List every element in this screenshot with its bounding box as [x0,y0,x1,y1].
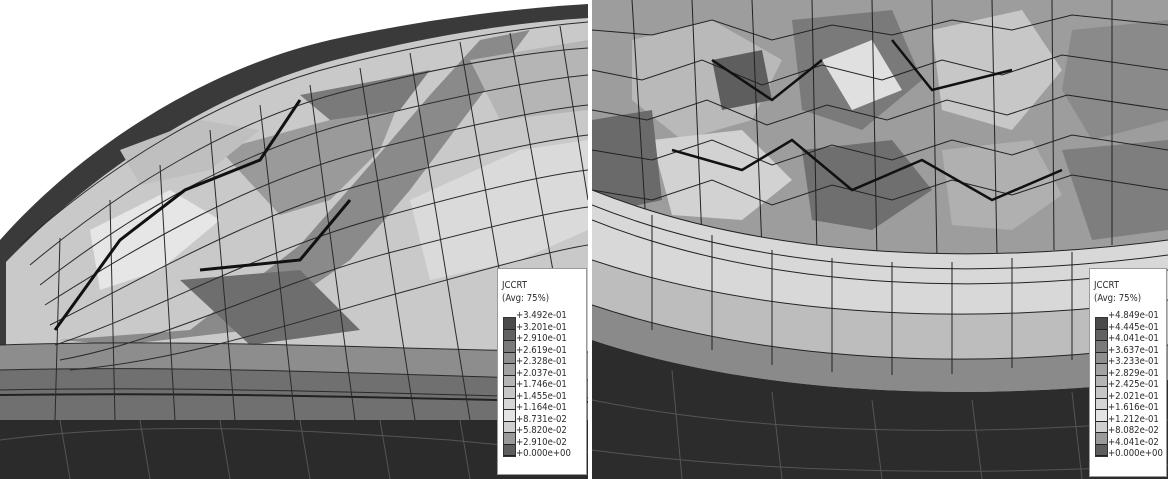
mesh-render-right [592,0,1168,479]
legend-swatch [1096,410,1107,422]
legend-level: +1.212e-01 [1108,413,1159,425]
legend-swatch [504,444,515,456]
legend-swatch [504,410,515,422]
legend-level: +8.731e-02 [516,413,567,425]
legend-swatch [1096,329,1107,341]
legend-level: +3.201e-01 [516,321,567,333]
legend-level: +1.455e-01 [516,390,567,402]
legend-swatch [504,318,515,330]
legend-level-labels: +4.849e-01 +4.445e-01 +4.041e-01 +3.637e… [1108,310,1163,460]
mesh-render-left [0,4,588,479]
legend-swatch [504,352,515,364]
contour-legend-left: JCCRT (Avg: 75%) +3.492e-01 +3.201e-01 +… [497,268,587,475]
contour-plot-right: JCCRT (Avg: 75%) +4.849e-01 +4.445e-01 +… [592,0,1168,479]
legend-swatch [1096,341,1107,353]
legend-variable-label: JCCRT [1094,280,1119,291]
legend-swatch [504,421,515,433]
legend-level: +3.637e-01 [1108,344,1159,356]
legend-swatch [1096,421,1107,433]
legend-level: +3.233e-01 [1108,356,1159,367]
legend-swatch [1096,375,1107,387]
legend-level: +4.445e-01 [1108,321,1159,333]
legend-swatch [1096,352,1107,364]
legend-swatch [1096,318,1107,330]
legend-level: +5.820e-02 [516,425,567,436]
legend-averaging-label: (Avg: 75%) [502,293,550,304]
legend-level: +4.041e-01 [1108,333,1159,344]
legend-level: +4.041e-02 [1108,436,1159,448]
legend-swatch [504,329,515,341]
legend-swatch [504,375,515,387]
legend-level: +8.082e-02 [1108,425,1159,436]
legend-level: +2.328e-01 [516,356,567,367]
legend-level: +0.000e+00 [1108,448,1163,459]
legend-level-labels: +3.492e-01 +3.201e-01 +2.910e-01 +2.619e… [516,310,571,460]
legend-level: +0.000e+00 [516,448,571,459]
legend-swatch [1096,444,1107,456]
legend-level: +1.746e-01 [516,379,567,390]
legend-level: +1.616e-01 [1108,402,1159,413]
contour-plot-left: JCCRT (Avg: 75%) +3.492e-01 +3.201e-01 +… [0,4,588,479]
panel-divider [588,0,592,479]
legend-level: +4.849e-01 [1108,310,1159,321]
legend-swatch [504,341,515,353]
legend-level: +2.910e-02 [516,436,567,448]
legend-level: +2.425e-01 [1108,379,1159,390]
legend-swatch [504,364,515,376]
legend-swatch [504,387,515,399]
legend-color-bar [503,317,516,457]
legend-level: +2.910e-01 [516,333,567,344]
legend-color-bar [1095,317,1108,457]
legend-level: +2.037e-01 [516,367,567,379]
legend-averaging-label: (Avg: 75%) [1094,293,1142,304]
legend-swatch [1096,364,1107,376]
legend-swatch [1096,398,1107,410]
legend-swatch [504,398,515,410]
legend-variable-label: JCCRT [502,280,527,291]
legend-level: +3.492e-01 [516,310,567,321]
legend-level: +1.164e-01 [516,402,567,413]
legend-level: +2.829e-01 [1108,367,1159,379]
contour-legend-right: JCCRT (Avg: 75%) +4.849e-01 +4.445e-01 +… [1089,268,1167,477]
legend-swatch [1096,433,1107,445]
legend-swatch [504,433,515,445]
legend-level: +2.021e-01 [1108,390,1159,402]
legend-swatch [1096,387,1107,399]
legend-level: +2.619e-01 [516,344,567,356]
